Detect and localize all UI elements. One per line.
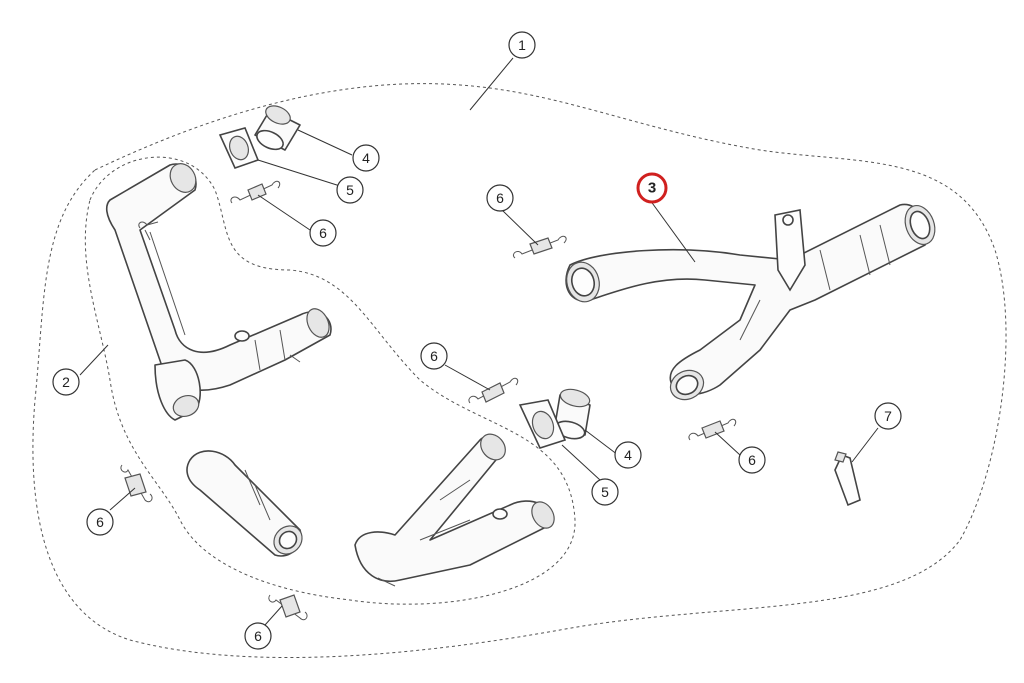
group-1-boundary <box>32 83 1007 659</box>
sealant-tube-icon <box>834 451 861 507</box>
spring-icon <box>688 418 737 441</box>
svg-text:5: 5 <box>601 484 609 500</box>
spring-icon <box>268 594 308 621</box>
sleeve-icon <box>554 388 591 440</box>
svg-text:4: 4 <box>362 150 370 166</box>
leader-lines <box>79 57 879 626</box>
callout-3-highlighted: 3 <box>636 172 668 204</box>
header-pipe-upper <box>105 163 332 421</box>
svg-text:1: 1 <box>518 37 526 53</box>
callout-4-lower: 4 <box>614 441 642 469</box>
callout-6-right: 6 <box>738 446 766 474</box>
svg-text:6: 6 <box>96 514 104 530</box>
svg-text:6: 6 <box>496 190 504 206</box>
svg-text:2: 2 <box>62 374 70 390</box>
sleeve-icon <box>254 105 301 151</box>
svg-text:7: 7 <box>884 408 892 424</box>
gasket-icon <box>218 127 260 169</box>
spring-icon <box>138 221 159 229</box>
callout-1: 1 <box>508 31 536 59</box>
svg-text:5: 5 <box>346 182 354 198</box>
svg-text:6: 6 <box>430 348 438 364</box>
callout-7: 7 <box>874 402 902 430</box>
svg-text:3: 3 <box>648 180 656 197</box>
callout-6-middle: 6 <box>420 342 448 370</box>
callout-2: 2 <box>52 368 80 396</box>
callout-4-upper: 4 <box>352 144 380 172</box>
y-pipe-part-3 <box>565 203 936 401</box>
callout-5-lower: 5 <box>591 478 619 506</box>
group-2-boundary <box>84 156 576 605</box>
header-pipe-lower <box>354 433 555 587</box>
callout-6-bottom: 6 <box>244 622 272 650</box>
svg-text:6: 6 <box>254 628 262 644</box>
svg-text:4: 4 <box>624 447 632 463</box>
spring-icon <box>512 235 567 259</box>
callout-5-upper: 5 <box>336 176 364 204</box>
spring-icon <box>468 377 519 404</box>
spring-icon <box>230 180 281 204</box>
link-pipe <box>186 450 303 557</box>
callout-6-upper-middle: 6 <box>486 184 514 212</box>
callout-6-lower-left: 6 <box>86 508 114 536</box>
callout-6-upper-left: 6 <box>309 219 337 247</box>
gasket-icon <box>518 399 567 449</box>
svg-text:6: 6 <box>748 452 756 468</box>
spring-icon <box>120 464 153 503</box>
svg-text:6: 6 <box>319 225 327 241</box>
